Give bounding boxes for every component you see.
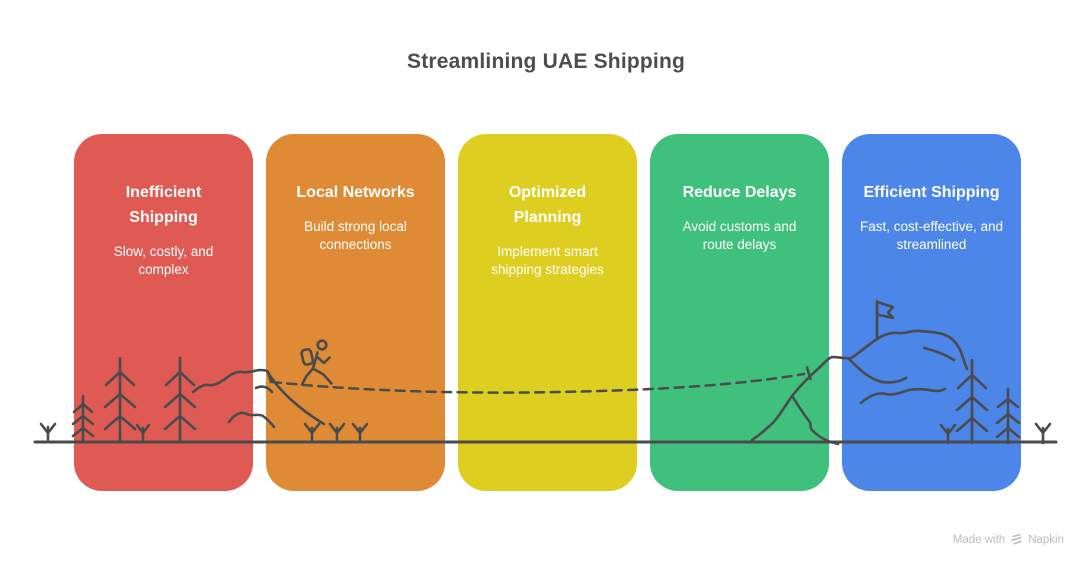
sprout <box>1034 422 1052 445</box>
card-optimized-planning: Optimized Planning Implement smart shipp… <box>458 134 637 491</box>
card-title: Efficient Shipping <box>863 184 1000 201</box>
card-inefficient-shipping: Inefficient Shipping Slow, costly, and c… <box>74 134 253 491</box>
card-subtitle: Fast, cost-effective, and streamlined <box>859 219 1004 252</box>
card-title: Reduce Delays <box>682 184 797 201</box>
made-with-label: Made with <box>952 533 1006 546</box>
card-local-networks: Local Networks Build strong local connec… <box>266 134 445 491</box>
card-subtitle: Build strong local connections <box>304 219 407 252</box>
cards-row: Inefficient Shipping Slow, costly, and c… <box>74 134 1021 491</box>
napkin-logo-icon <box>1011 533 1022 545</box>
card-title: Optimized Planning <box>508 184 587 226</box>
napkin-credit-link[interactable]: Made with Napkin <box>953 533 1064 546</box>
brand-label: Napkin <box>1028 533 1064 546</box>
card-subtitle: Slow, costly, and complex <box>113 244 214 277</box>
card-subtitle: Avoid customs and route delays <box>682 219 797 252</box>
card-reduce-delays: Reduce Delays Avoid customs and route de… <box>650 134 829 491</box>
card-efficient-shipping: Efficient Shipping Fast, cost-effective,… <box>842 134 1021 491</box>
sprout <box>39 422 57 444</box>
diagram-title: Streamlining UAE Shipping <box>406 50 685 73</box>
card-title: Local Networks <box>296 184 415 201</box>
card-subtitle: Implement smart shipping strategies <box>491 244 604 277</box>
card-title: Inefficient Shipping <box>125 184 202 226</box>
